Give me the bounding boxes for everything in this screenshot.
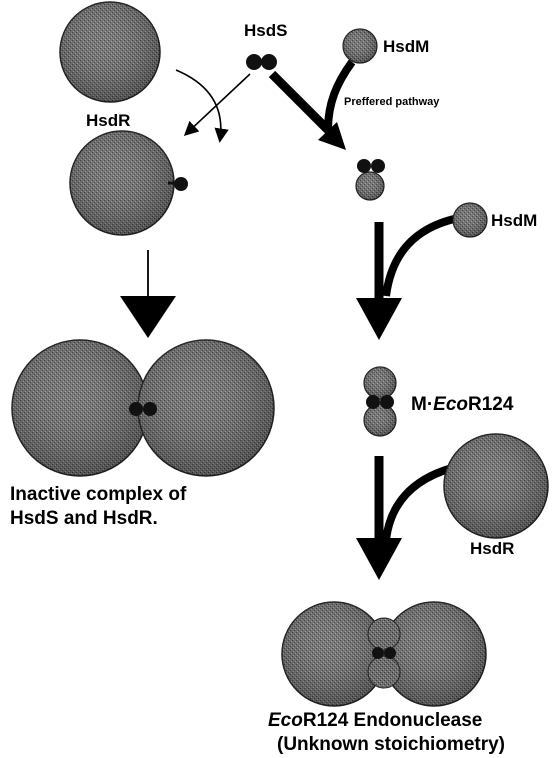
inactive-complex (12, 340, 274, 476)
hsdr-sphere-top (60, 2, 160, 102)
hsdm-mid-label: HsdM (491, 211, 537, 230)
hsds-subunit (246, 54, 277, 70)
hsdr-join-curve (386, 468, 452, 540)
hsdr-bottom-label: HsdR (470, 539, 514, 558)
endonuclease-complex (282, 602, 486, 706)
endo-eco: Eco (268, 710, 303, 731)
hsdr-sphere-right (444, 434, 548, 538)
m-suffix: R124 (468, 394, 514, 415)
hsdm-top-label: HsdM (383, 37, 429, 56)
thin-arrow-hsdr (176, 70, 221, 140)
preferred-pathway-label: Preffered pathway (344, 96, 440, 108)
m-ecor124-label: M·EcoR124 (411, 394, 514, 415)
hsdr-hsds-complex (70, 131, 188, 235)
m-ecor124-complex (364, 367, 396, 436)
hsdm-hsds-complex (356, 159, 385, 200)
inactive-label-line2: HsdS and HsdR. (10, 508, 158, 529)
hsdm-join-curve-mid (386, 219, 454, 296)
hsdm-sphere-mid (453, 203, 487, 237)
hsdr-top-label: HsdR (86, 111, 130, 130)
m-prefix: M· (411, 394, 433, 415)
endonuclease-label-line2: (Unknown stoichiometry) (277, 734, 505, 755)
endonuclease-label-line1: EcoR124 Endonuclease (268, 710, 482, 731)
hsds-label: HsdS (244, 21, 287, 40)
endo-rest: R124 Endonuclease (303, 710, 483, 731)
thin-arrow-hsds-left (186, 74, 250, 134)
m-eco: Eco (433, 394, 468, 415)
arrow-left-down (120, 250, 176, 338)
inactive-label-line1: Inactive complex of (10, 484, 187, 505)
arrow-right-down-1 (356, 222, 402, 340)
hsdm-sphere-top (343, 29, 377, 63)
